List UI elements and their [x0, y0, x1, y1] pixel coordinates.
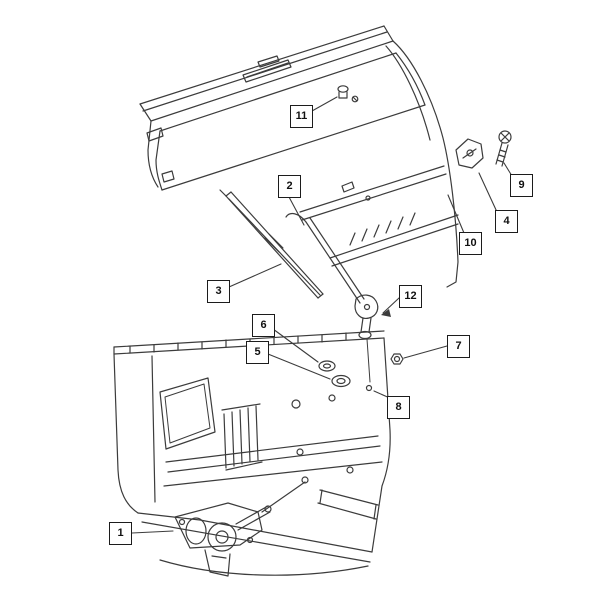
callout-12-label: 12 — [404, 290, 417, 302]
callout-2: 2 — [278, 175, 301, 198]
callout-10-label: 10 — [464, 237, 477, 249]
callout-11: 11 — [290, 105, 313, 128]
callout-3: 3 — [207, 280, 230, 303]
callout-7-label: 7 — [455, 340, 462, 352]
callout-6-label: 6 — [260, 319, 267, 331]
callout-5-label: 5 — [254, 346, 261, 358]
callout-4-label: 4 — [503, 215, 510, 227]
callout-3-label: 3 — [215, 285, 222, 297]
leader-lines — [131, 96, 513, 534]
callout-9-label: 9 — [518, 179, 525, 191]
callout-10: 10 — [459, 232, 482, 255]
callout-4: 4 — [495, 210, 518, 233]
callout-5: 5 — [246, 341, 269, 364]
callout-6: 6 — [252, 314, 275, 337]
callout-7: 7 — [447, 335, 470, 358]
callout-9: 9 — [510, 174, 533, 197]
callout-8-label: 8 — [395, 401, 402, 413]
callout-1-label: 1 — [117, 527, 124, 539]
callout-1: 1 — [109, 522, 132, 545]
callout-11-label: 11 — [295, 110, 308, 122]
callout-8: 8 — [387, 396, 410, 419]
callout-2-label: 2 — [286, 180, 293, 192]
callout-12: 12 — [399, 285, 422, 308]
